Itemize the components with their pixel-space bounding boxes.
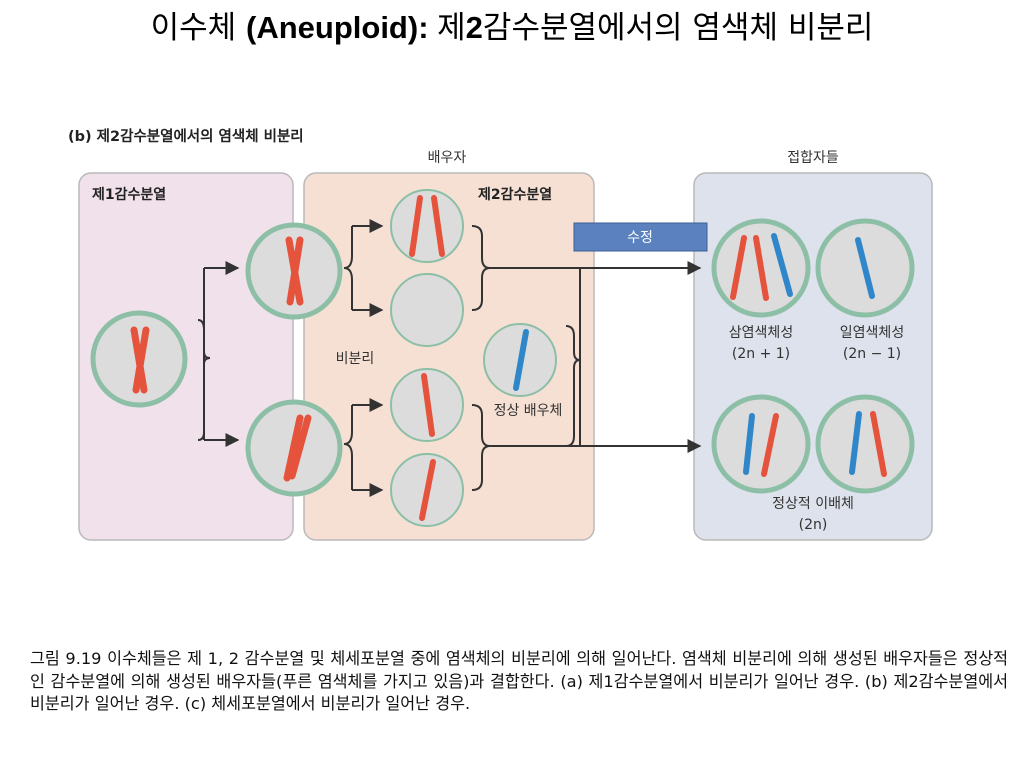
meiosis1-upper-cell: [245, 222, 343, 320]
gamete-nullisomic: [390, 273, 464, 347]
meiosis2-label: 제2감수분열: [478, 186, 552, 203]
zygote-diploid-1: [711, 394, 811, 494]
title-prefix: 이수체: [150, 10, 247, 46]
nondisjunction-label: 비분리: [336, 351, 375, 367]
gametes-label: 배우자: [428, 150, 467, 166]
parent-cell: [90, 310, 188, 408]
trisomy-label: 삼염색체성: [729, 325, 793, 341]
title-bold-num: 2: [465, 10, 483, 45]
title-suffix: 감수분열에서의 염색체 비분리: [482, 10, 874, 46]
gamete-normal-1: [390, 368, 464, 442]
gamete-disomic: [390, 189, 464, 263]
trisomy-formula: (2n + 1): [732, 346, 790, 362]
slide-title: 이수체 (Aneuploid): 제2감수분열에서의 염색체 비분리: [0, 2, 1024, 47]
meiosis2-panel: [303, 172, 595, 541]
gamete-normal-2: [390, 453, 464, 527]
monosomy-label: 일염색체성: [840, 325, 904, 341]
normal-gamete-blue: [483, 323, 557, 397]
zygote-monosomy: [815, 218, 915, 318]
meiosis1-label: 제1감수분열: [92, 186, 166, 203]
meiosis1-lower-cell: [245, 399, 343, 497]
title-mid: 제: [437, 10, 466, 46]
zygote-diploid-2: [815, 394, 915, 494]
bracket-lower: [343, 405, 353, 490]
diploid-label: 정상적 이배체: [772, 496, 854, 512]
zygote-trisomy: [711, 218, 811, 318]
figure-caption: 그림 9.19 이수체들은 제 1, 2 감수분열 및 체세포분열 중에 염색체…: [30, 649, 1008, 713]
diploid-formula: (2n): [799, 517, 828, 533]
zygotes-label: 접합자들: [787, 150, 839, 166]
panel-label: (b) 제2감수분열에서의 염색체 비분리: [68, 127, 304, 145]
title-bold: (Aneuploid):: [246, 10, 438, 45]
fertilization-label: 수정: [627, 230, 653, 246]
monosomy-formula: (2n − 1): [843, 346, 901, 362]
bracket-upper: [343, 226, 353, 310]
fertilization-box: [573, 222, 708, 252]
normal-gamete-label: 정상 배우체: [494, 403, 563, 419]
